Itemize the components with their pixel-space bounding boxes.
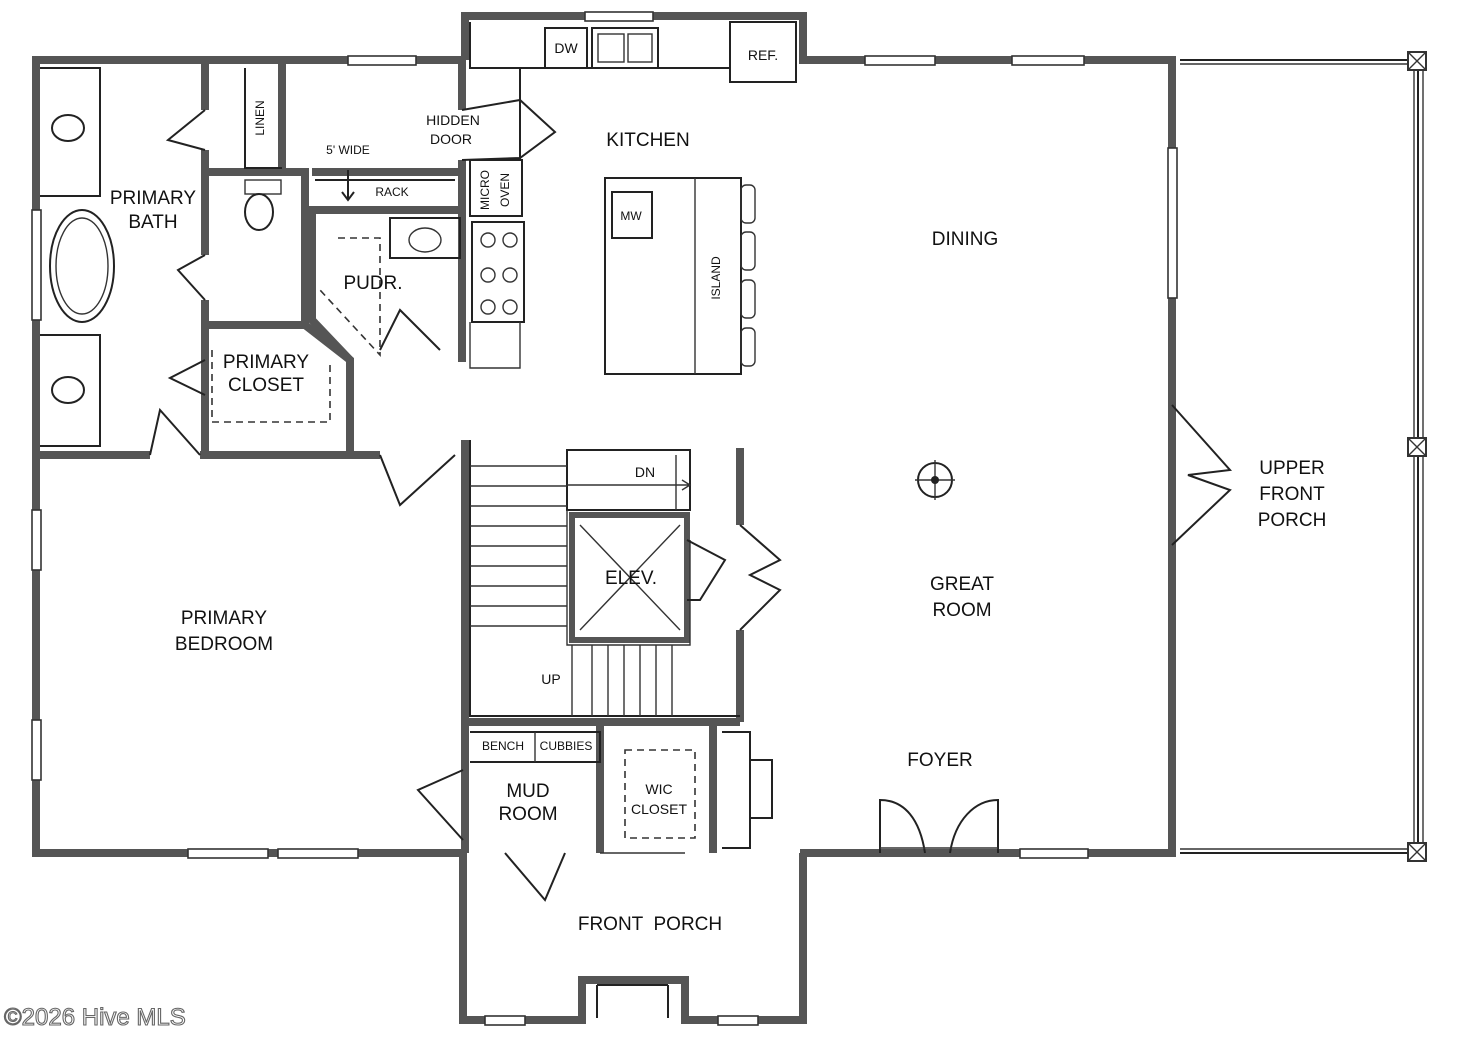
ceiling-medallion-icon <box>915 460 955 500</box>
label-cubbies: CUBBIES <box>540 739 593 753</box>
label-micro: MICRO <box>478 170 492 210</box>
label-primary-closet-2: CLOSET <box>228 375 304 396</box>
label-foyer: FOYER <box>907 750 972 771</box>
room-labels: KITCHEN DINING GREAT ROOM UPPER FRONT PO… <box>110 130 1326 935</box>
label-wic-1: WIC <box>645 781 672 797</box>
bath-fixtures <box>40 67 461 447</box>
label-linen: LINEN <box>253 100 267 135</box>
label-primary-bedroom-1: PRIMARY <box>181 608 268 629</box>
label-mud-room-2: ROOM <box>498 804 557 825</box>
label-front-porch: FRONT PORCH <box>578 914 722 935</box>
label-rack: RACK <box>375 185 408 199</box>
stairs <box>469 440 740 717</box>
label-great-room-1: GREAT <box>930 574 994 595</box>
label-primary-closet-1: PRIMARY <box>223 352 310 373</box>
watermark: ©2026 Hive MLS <box>4 1004 186 1031</box>
label-dining: DINING <box>932 229 999 250</box>
fixture-labels: DW REF. HIDDEN DOOR LINEN 5' WIDE RACK M… <box>253 40 778 753</box>
porch-posts <box>1407 51 1427 862</box>
label-elevator: ELEV. <box>605 568 657 589</box>
interior-walls <box>36 59 1424 854</box>
label-upper-porch-2: FRONT <box>1259 484 1325 505</box>
label-ref: REF. <box>748 47 778 63</box>
label-upper-porch-1: UPPER <box>1259 458 1324 479</box>
label-stairs-up: UP <box>541 671 560 687</box>
kitchen-fixtures <box>469 21 797 375</box>
label-oven: OVEN <box>498 173 512 207</box>
label-mud-room-1: MUD <box>506 781 549 802</box>
label-primary-bath-1: PRIMARY <box>110 188 197 209</box>
label-primary-bedroom-2: BEDROOM <box>175 634 273 655</box>
label-powder: PUDR. <box>343 273 402 294</box>
label-kitchen: KITCHEN <box>606 130 689 151</box>
label-upper-porch-3: PORCH <box>1258 510 1327 531</box>
label-dw: DW <box>554 40 578 56</box>
label-stairs-dn: DN <box>635 464 655 480</box>
label-hidden-door-1: HIDDEN <box>426 112 480 128</box>
label-mw: MW <box>620 209 642 223</box>
windows <box>31 11 1178 1026</box>
label-primary-bath-2: BATH <box>128 212 177 233</box>
label-island: ISLAND <box>709 256 723 300</box>
label-hidden-door-2: DOOR <box>430 131 472 147</box>
label-five-wide: 5' WIDE <box>326 143 370 157</box>
mud-wic-fixtures <box>470 731 998 1018</box>
doors <box>149 98 1233 902</box>
label-wic-2: CLOSET <box>631 801 687 817</box>
label-bench: BENCH <box>482 739 524 753</box>
label-great-room-2: ROOM <box>932 600 991 621</box>
